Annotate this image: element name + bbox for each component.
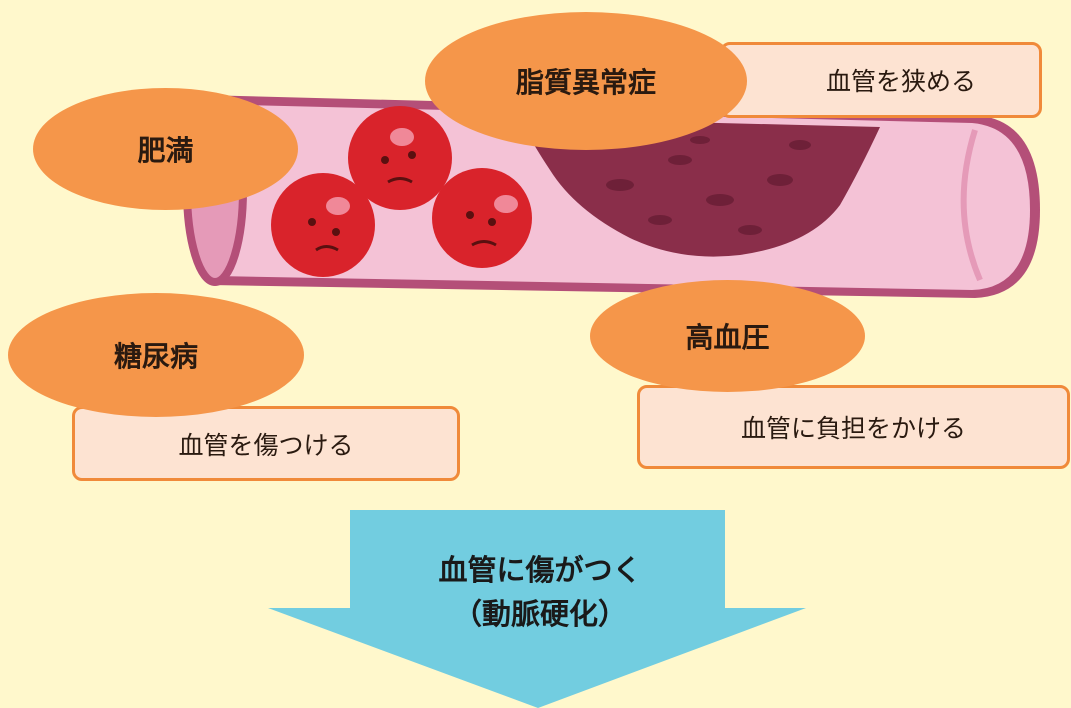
effect-narrow-label: 血管を狭める	[825, 67, 976, 96]
effect-damage-label: 血管を傷つける	[178, 430, 354, 460]
vessel-right-highlight	[960, 129, 983, 282]
factor-dyslipidemia-label: 脂質異常症	[515, 66, 656, 99]
factor-obesity: 肥満	[33, 88, 298, 210]
result-line-2: （動脈硬化）	[452, 597, 627, 631]
plaque	[520, 118, 880, 257]
blood-cell-2	[271, 173, 375, 277]
factor-hypertension: 高血圧	[590, 280, 865, 392]
factor-hypertension-label: 高血圧	[685, 321, 770, 354]
factor-obesity-label: 肥満	[137, 134, 194, 167]
result-text: 血管に傷がつく （動脈硬化）	[400, 548, 680, 636]
factor-diabetes: 糖尿病	[8, 293, 304, 417]
result-line-1: 血管に傷がつく	[438, 553, 642, 587]
blood-cell-1	[348, 106, 452, 210]
blood-cell-3	[432, 168, 532, 268]
effect-box-damage: 血管を傷つける	[72, 406, 460, 481]
effect-burden-label: 血管に負担をかける	[740, 414, 966, 443]
effect-box-burden: 血管に負担をかける	[637, 385, 1070, 469]
factor-diabetes-label: 糖尿病	[113, 340, 198, 373]
effect-box-narrow: 血管を狭める	[720, 42, 1042, 118]
factor-dyslipidemia: 脂質異常症	[425, 12, 747, 150]
